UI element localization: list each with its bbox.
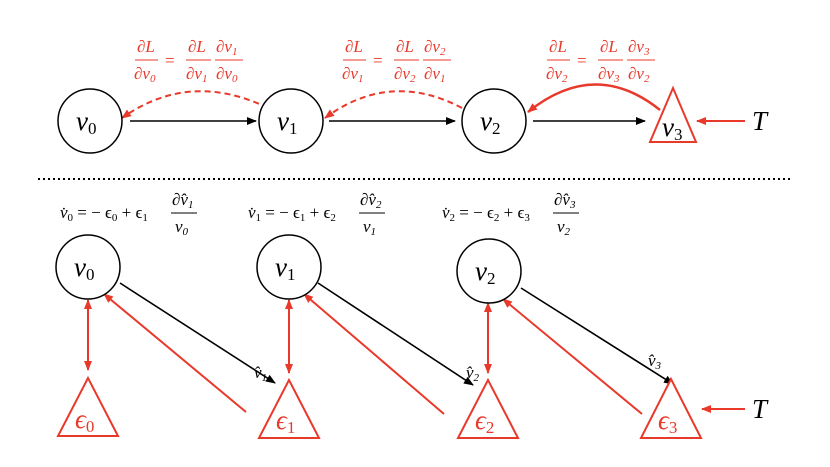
svg-text:ϵ3: ϵ3 — [658, 405, 677, 437]
error-node-e0: ϵ0 — [56, 375, 120, 437]
bottom-node-v0: v0 — [55, 234, 121, 300]
svg-text:v1: v1 — [275, 252, 295, 284]
prediction-label-2: v̂2 — [466, 363, 480, 384]
svg-text:v0: v0 — [175, 217, 189, 238]
svg-text:∂v0: ∂v0 — [216, 64, 238, 85]
svg-text:v3: v3 — [662, 112, 682, 144]
svg-text:v̇0 = − ϵ0 + ϵ1: v̇0 = − ϵ0 + ϵ1 — [60, 203, 148, 224]
backprop-arrow-3-to-2 — [527, 83, 661, 113]
svg-text:∂v2: ∂v2 — [394, 64, 416, 85]
top-input-label: T — [752, 106, 769, 136]
svg-text:∂v3: ∂v3 — [598, 64, 620, 85]
svg-text:ϵ1: ϵ1 — [276, 405, 295, 437]
prediction-arrow-v2-e3 — [520, 287, 674, 385]
gradient-equation-2: ∂L ∂v2 = ∂L ∂v3 ∂v3 ∂v2 — [546, 37, 655, 85]
svg-text:∂L: ∂L — [549, 37, 567, 56]
svg-text:ϵ2: ϵ2 — [475, 405, 494, 437]
update-equation-1: v̇1 = − ϵ1 + ϵ2 ∂v̂2 v1 — [248, 190, 385, 238]
svg-text:∂v̂3: ∂v̂3 — [554, 190, 576, 211]
svg-text:∂v1: ∂v1 — [186, 64, 207, 85]
prediction-arrow-v1-e2 — [317, 282, 474, 386]
svg-text:∂L: ∂L — [600, 37, 618, 56]
svg-text:v0: v0 — [74, 252, 94, 284]
prediction-label-3: v̂3 — [648, 351, 662, 372]
prediction-label-1: v̂1 — [254, 363, 267, 384]
svg-text:∂v̂2: ∂v̂2 — [360, 190, 382, 211]
feedback-arrow-e1-v0 — [103, 293, 247, 413]
top-node-v0: v0 — [57, 88, 123, 154]
backprop-arrow-1-to-0 — [121, 90, 269, 119]
top-node-v3: v3 — [648, 85, 698, 144]
svg-text:v̇2 = − ϵ2 + ϵ3: v̇2 = − ϵ2 + ϵ3 — [442, 203, 530, 224]
svg-text:∂v0: ∂v0 — [134, 64, 156, 85]
svg-text:∂v2: ∂v2 — [546, 64, 568, 85]
svg-text:=: = — [373, 51, 383, 70]
top-node-v1: v1 — [258, 88, 324, 154]
svg-text:∂v1: ∂v1 — [342, 64, 363, 85]
svg-text:∂L: ∂L — [345, 37, 363, 56]
svg-text:v̇1 = − ϵ1 + ϵ2: v̇1 = − ϵ1 + ϵ2 — [248, 203, 336, 224]
svg-text:v2: v2 — [480, 106, 500, 138]
svg-text:∂v1: ∂v1 — [424, 64, 445, 85]
bottom-node-v2: v2 — [456, 238, 522, 304]
backprop-arrow-2-to-1 — [324, 90, 463, 119]
svg-text:∂L: ∂L — [188, 37, 206, 56]
bottom-node-v1: v1 — [256, 234, 322, 300]
prediction-arrow-v0-e1 — [119, 282, 276, 384]
update-equation-2: v̇2 = − ϵ2 + ϵ3 ∂v̂3 v2 — [442, 190, 579, 238]
svg-text:v1: v1 — [363, 217, 376, 238]
feedback-arrow-e3-v2 — [502, 298, 643, 415]
svg-text:∂L: ∂L — [396, 37, 414, 56]
update-equation-0: v̇0 = − ϵ0 + ϵ1 ∂v̂1 v0 — [60, 190, 197, 238]
gradient-equation-0: ∂L ∂v0 = ∂L ∂v1 ∂v1 ∂v0 — [134, 37, 243, 85]
svg-text:v2: v2 — [475, 256, 495, 288]
svg-text:∂L: ∂L — [137, 37, 155, 56]
svg-text:=: = — [165, 51, 175, 70]
svg-text:v1: v1 — [277, 106, 297, 138]
bottom-input-label: T — [752, 394, 769, 424]
error-node-e2: ϵ2 — [456, 377, 520, 439]
top-node-v2: v2 — [461, 88, 527, 154]
svg-text:∂v3: ∂v3 — [628, 37, 650, 58]
svg-text:v2: v2 — [557, 217, 571, 238]
gradient-equation-1: ∂L ∂v1 = ∂L ∂v2 ∂v2 ∂v1 — [342, 37, 451, 85]
svg-text:∂v2: ∂v2 — [628, 64, 650, 85]
svg-text:v0: v0 — [76, 106, 96, 138]
error-node-e3: ϵ3 — [639, 376, 703, 439]
svg-text:∂v̂1: ∂v̂1 — [172, 190, 193, 211]
feedback-arrow-e2-v1 — [303, 293, 445, 415]
svg-text:ϵ0: ϵ0 — [75, 404, 94, 436]
svg-text:∂v1: ∂v1 — [216, 37, 237, 58]
svg-text:=: = — [577, 51, 587, 70]
svg-text:∂v2: ∂v2 — [424, 37, 446, 58]
error-node-e1: ϵ1 — [257, 377, 321, 439]
